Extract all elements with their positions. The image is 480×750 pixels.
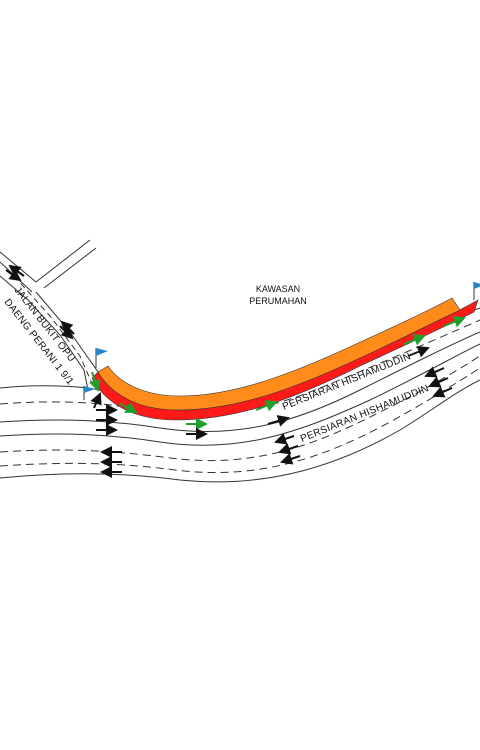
arrow-icon: [278, 443, 299, 455]
diversion-arrows: [89, 316, 466, 430]
traffic-arrows: [5, 264, 453, 478]
arrow-icon: [274, 433, 295, 445]
flag-icon: [95, 348, 108, 368]
arrow-icon: [60, 320, 75, 335]
arrow-icon: [424, 366, 445, 378]
arrow-icon: [267, 415, 290, 427]
arrow-icon: [8, 264, 25, 277]
arrow-icon: [403, 334, 426, 346]
arrow-icon: [432, 386, 453, 398]
arrow-icon: [443, 316, 466, 328]
median-line-1: [0, 331, 480, 433]
lane-divider-1: [0, 319, 480, 416]
arrow-icon: [280, 453, 301, 465]
main-road-south-edge: [0, 379, 480, 483]
works-zone-orange: [97, 297, 461, 411]
lane-divider-2: [0, 355, 480, 462]
flag-icon: [473, 282, 480, 300]
lane-divider-3: [0, 367, 480, 474]
arrow-icon: [255, 400, 278, 412]
area-label-line1: KAWASAN: [256, 284, 300, 294]
arrow-icon: [90, 392, 102, 409]
flag-icon: [83, 386, 95, 400]
arrow-icon: [89, 371, 101, 392]
arrow-icon: [407, 346, 430, 358]
arrow-icon: [428, 376, 449, 388]
area-label-line2: PERUMAHAN: [249, 296, 307, 306]
arrow-icon: [119, 402, 138, 413]
